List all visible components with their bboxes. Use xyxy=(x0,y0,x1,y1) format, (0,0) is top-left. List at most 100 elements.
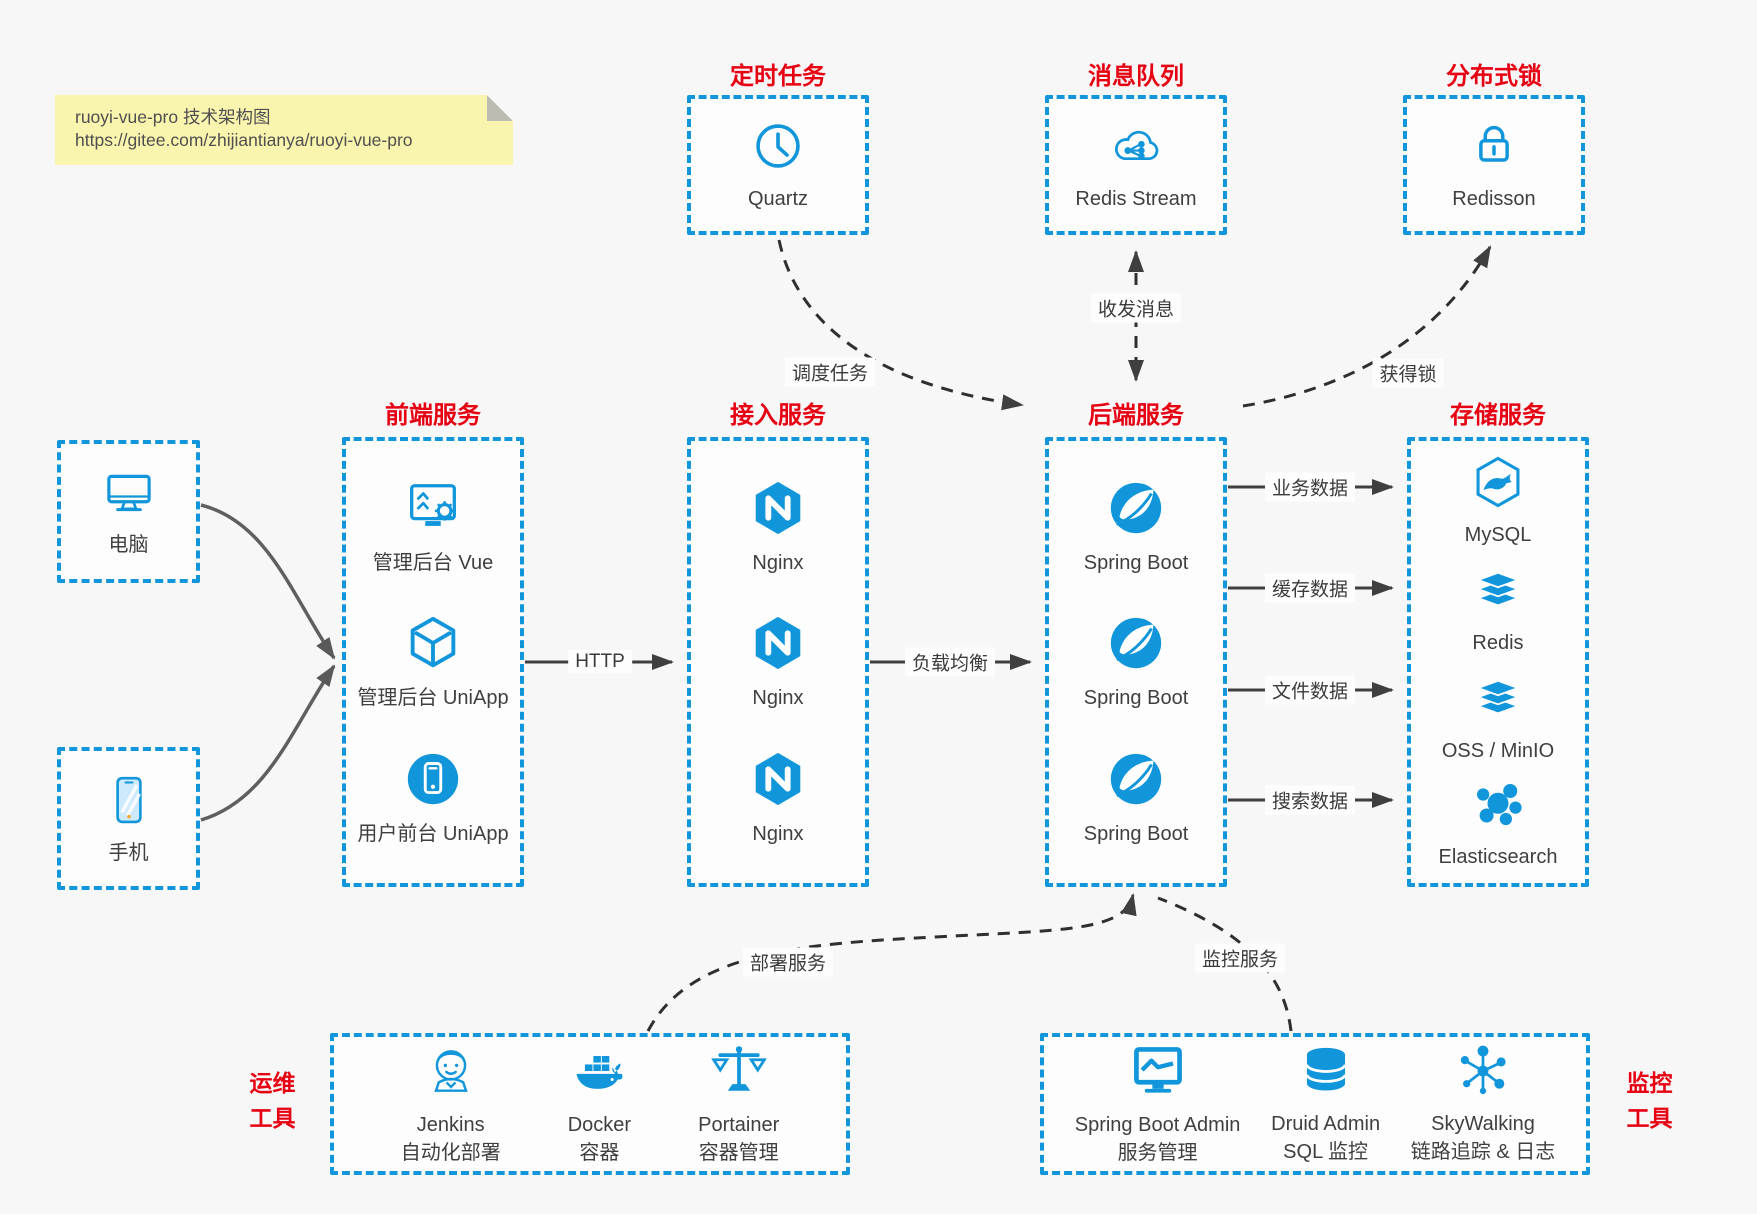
node-user-uniapp: 用户前台 UniApp xyxy=(357,748,509,848)
node-spring-boot-3: Spring Boot xyxy=(1083,748,1189,848)
edge-label-http: HTTP xyxy=(568,650,632,674)
group-title-distributed-lock: 分布式锁 xyxy=(1446,63,1542,90)
edge-deploy-service xyxy=(646,893,1137,1032)
node-label: Redis Stream xyxy=(1075,188,1197,210)
edge-label-business-data: 业务数据 xyxy=(1264,472,1356,502)
node-label: Elasticsearch xyxy=(1438,846,1558,868)
frontend-box: 管理后台 Vue 管理后台 UniApp 用户前台 UniApp xyxy=(342,437,524,887)
ops-tools-side-label: 运维 工具 xyxy=(249,1070,296,1131)
node-elasticsearch: Elasticsearch xyxy=(1438,777,1558,871)
node-nginx-1: Nginx xyxy=(747,477,809,577)
group-title-gateway: 接入服务 xyxy=(730,402,826,429)
edge-label-schedule-task: 调度任务 xyxy=(784,357,876,387)
phone-icon xyxy=(115,776,142,823)
edge-label-monitor-service: 监控服务 xyxy=(1194,943,1286,973)
node-oss-minio: OSS / MinIO xyxy=(1442,669,1554,765)
edge-label-acquire-lock: 获得锁 xyxy=(1372,358,1444,388)
edge-label-deploy-service: 部署服务 xyxy=(742,947,834,977)
clock-icon xyxy=(756,124,800,168)
redis-stream-box: Redis Stream xyxy=(1045,95,1227,235)
sticky-note: ruoyi-vue-pro 技术架构图 https://gitee.com/zh… xyxy=(55,95,513,165)
edge-schedule-task xyxy=(777,239,1024,411)
node-label: OSS / MinIO xyxy=(1441,740,1555,762)
node-pc: 电脑 xyxy=(99,465,159,559)
admin-vue-icon xyxy=(410,483,456,526)
node-label: Nginx xyxy=(752,822,804,845)
note-url: https://gitee.com/zhijiantianya/ruoyi-vu… xyxy=(75,130,413,150)
nginx-icon xyxy=(755,616,801,670)
edge-label-file-data: 文件数据 xyxy=(1264,675,1356,705)
node-label: 用户前台 UniApp xyxy=(357,822,509,845)
node-label: Nginx xyxy=(752,551,804,574)
node-nginx-2: Nginx xyxy=(747,612,809,712)
node-label: Quartz xyxy=(747,188,809,210)
skywalking-icon xyxy=(1460,1045,1506,1095)
node-label: Spring Boot xyxy=(1083,687,1189,709)
group-title-storage: 存储服务 xyxy=(1450,402,1546,429)
edge-phone-to-frontend xyxy=(200,664,336,822)
node-spring-boot-1: Spring Boot xyxy=(1083,477,1189,577)
edge-label-load-balance: 负载均衡 xyxy=(904,647,996,677)
group-title-scheduled-task: 定时任务 xyxy=(730,63,826,90)
node-label: 管理后台 Vue xyxy=(372,551,494,574)
node-sublabel: 服务管理 xyxy=(1117,1142,1198,1164)
node-label: Redisson xyxy=(1452,188,1536,210)
node-phone: 手机 xyxy=(101,771,157,867)
node-quartz: Quartz xyxy=(748,117,808,213)
node-redisson: Redisson xyxy=(1452,117,1536,213)
node-redis: Redis xyxy=(1469,561,1527,657)
docker-icon xyxy=(576,1056,623,1089)
node-admin-vue: 管理后台 Vue xyxy=(373,477,493,577)
node-label: Nginx xyxy=(752,687,804,709)
spring-boot-icon xyxy=(1110,482,1162,533)
node-spring-boot-2: Spring Boot xyxy=(1083,612,1189,712)
edge-acquire-lock xyxy=(1242,245,1492,408)
oss-stack-icon xyxy=(1475,679,1521,715)
node-sublabel: 容器 xyxy=(579,1142,620,1164)
edge-label-send-receive-message: 收发消息 xyxy=(1090,293,1182,323)
node-label: 电脑 xyxy=(108,533,149,556)
lock-icon xyxy=(1479,125,1509,162)
nginx-icon xyxy=(755,481,801,534)
spring-boot-icon xyxy=(1110,617,1162,669)
node-label: Spring Boot xyxy=(1083,551,1189,574)
node-label: Spring Boot xyxy=(1083,822,1189,845)
group-title-frontend: 前端服务 xyxy=(385,402,481,429)
edge-label-cache-data: 缓存数据 xyxy=(1264,573,1356,603)
uniapp-cube-icon xyxy=(410,616,456,668)
desktop-icon xyxy=(106,474,151,511)
user-app-icon xyxy=(407,753,459,804)
node-sublabel: SQL 监控 xyxy=(1283,1141,1369,1163)
redis-stack-icon xyxy=(1475,571,1521,607)
pc-client-box: 电脑 xyxy=(57,440,200,583)
monitoring-tools-side-label: 监控 工具 xyxy=(1626,1070,1673,1131)
group-title-message-queue: 消息队列 xyxy=(1088,63,1184,90)
node-sublabel: 链路追踪 & 日志 xyxy=(1410,1141,1556,1163)
node-redis-stream: Redis Stream xyxy=(1075,117,1197,213)
cloud-stream-icon xyxy=(1115,130,1159,161)
node-sublabel: 自动化部署 xyxy=(400,1142,501,1164)
node-admin-uniapp: 管理后台 UniApp xyxy=(357,612,509,712)
node-label: 手机 xyxy=(108,841,149,864)
nginx-icon xyxy=(755,752,801,805)
node-label: Redis xyxy=(1472,632,1524,654)
elasticsearch-icon xyxy=(1477,784,1522,826)
node-sublabel: 容器管理 xyxy=(698,1142,779,1164)
phone-client-box: 手机 xyxy=(57,747,200,890)
group-title-backend: 后端服务 xyxy=(1088,402,1184,429)
edge-pc-to-frontend xyxy=(200,503,336,660)
storage-box: MySQL Redis OSS / MinIO xyxy=(1407,437,1589,887)
backend-box: Spring Boot Spring Boot Spring Boot xyxy=(1045,437,1227,887)
